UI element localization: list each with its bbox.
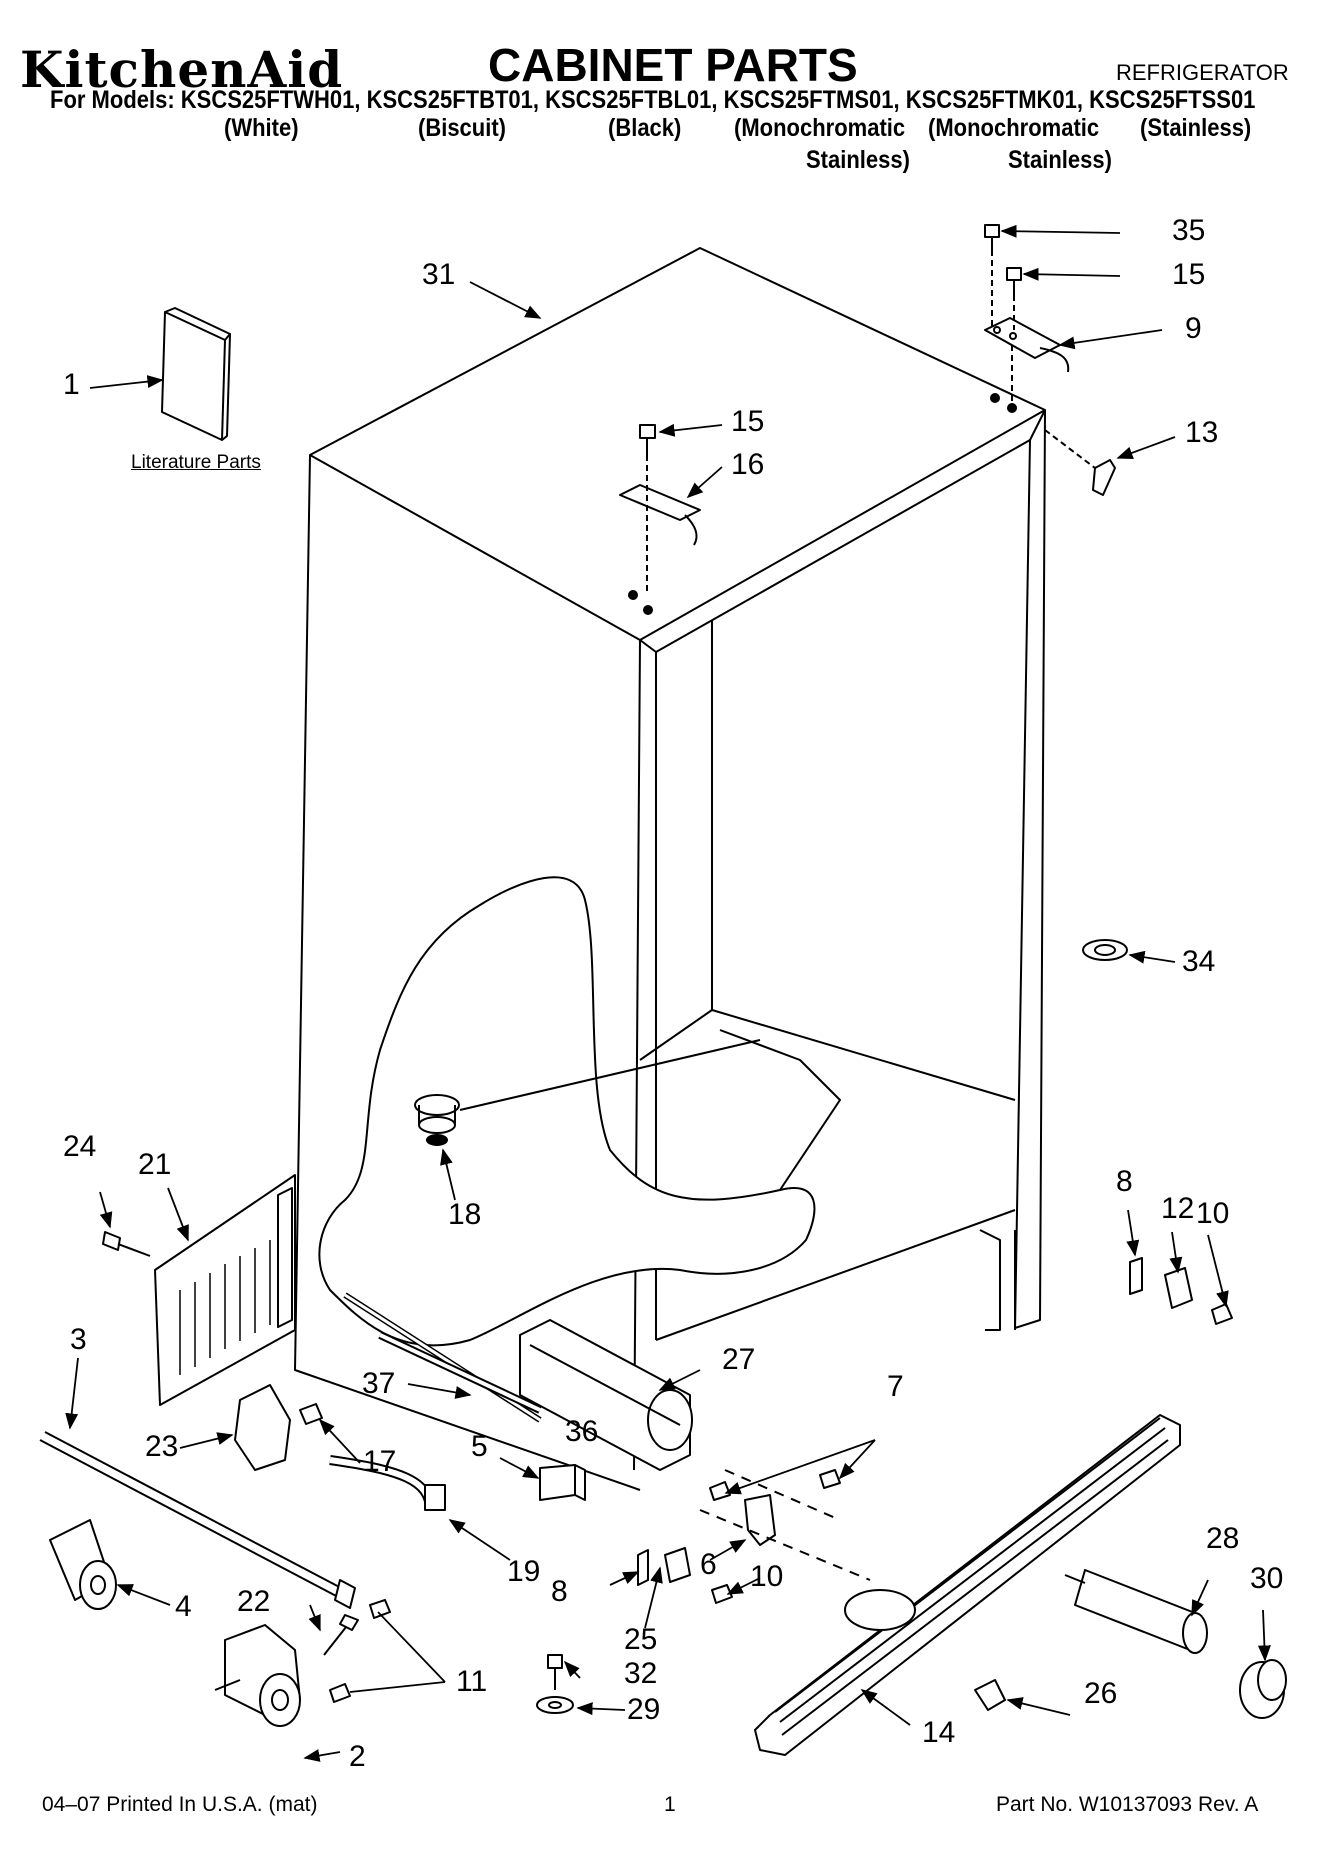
part-5-block bbox=[540, 1465, 575, 1500]
model-color-monochromatic-1: (Monochromatic bbox=[734, 114, 906, 142]
model-color-stainless-sub-2: Stainless) bbox=[1008, 146, 1112, 174]
appliance-type: REFRIGERATOR bbox=[1116, 60, 1289, 85]
page-title: CABINET PARTS bbox=[488, 39, 858, 91]
screw-10-rear bbox=[1212, 1304, 1232, 1324]
print-info: 04–07 Printed In U.S.A. (mat) bbox=[42, 1793, 318, 1816]
screw-7-b bbox=[820, 1470, 840, 1488]
part-number-label: 24 bbox=[63, 1130, 97, 1163]
part-number-label: 6 bbox=[700, 1548, 717, 1581]
part-34-plug bbox=[1083, 940, 1127, 960]
part-number-label: 9 bbox=[1185, 312, 1202, 345]
part-number-label: 8 bbox=[551, 1575, 568, 1608]
part-number-label: 23 bbox=[145, 1430, 179, 1463]
part-18-plug bbox=[415, 1095, 459, 1145]
rod-3 bbox=[45, 1432, 345, 1590]
cabinet-shell bbox=[295, 248, 1045, 1490]
part-number-label: 32 bbox=[624, 1657, 658, 1690]
part-number-label: 30 bbox=[1250, 1562, 1284, 1595]
part-number-label: 35 bbox=[1172, 214, 1206, 247]
part-number-label: 13 bbox=[1185, 416, 1219, 449]
model-color-black: (Black) bbox=[608, 114, 682, 142]
part-number-label: 25 bbox=[624, 1623, 658, 1656]
screw-11-b bbox=[330, 1684, 350, 1702]
model-color-monochromatic-2: (Monochromatic bbox=[928, 114, 1100, 142]
brand-logo: KitchenAid bbox=[20, 40, 344, 99]
document-part-number: Part No. W10137093 Rev. A bbox=[996, 1793, 1259, 1816]
part-number-label: 18 bbox=[448, 1198, 482, 1231]
screw-7-a bbox=[710, 1482, 730, 1500]
part-number-label: 28 bbox=[1206, 1522, 1240, 1555]
base-grille bbox=[755, 1415, 1180, 1755]
model-color-stainless: (Stainless) bbox=[1140, 114, 1252, 142]
part-number-label: 14 bbox=[922, 1716, 956, 1749]
part-number-label: 21 bbox=[138, 1148, 172, 1181]
washer-29 bbox=[537, 1697, 573, 1713]
screw-11-a bbox=[370, 1600, 390, 1618]
part-6-clip bbox=[745, 1495, 775, 1545]
part-number-label: 5 bbox=[471, 1430, 488, 1463]
part-8-bracket-rear bbox=[1130, 1258, 1142, 1294]
part-number-label: 27 bbox=[722, 1343, 756, 1376]
part-number-label: 36 bbox=[565, 1415, 599, 1448]
part-number-label: 15 bbox=[731, 405, 765, 438]
top-hinge-right bbox=[985, 225, 1068, 412]
part-26-clip bbox=[975, 1680, 1005, 1710]
part-number-label: 34 bbox=[1182, 945, 1216, 978]
screw-24 bbox=[103, 1232, 120, 1250]
top-hinge-center bbox=[620, 425, 700, 614]
part-8-bracket-front bbox=[638, 1550, 648, 1585]
part-number-label: 22 bbox=[237, 1585, 271, 1618]
part-25-bracket bbox=[665, 1548, 690, 1582]
part-number-label: 10 bbox=[1196, 1197, 1230, 1230]
water-filter-28 bbox=[1065, 1570, 1207, 1653]
part-13-clip bbox=[1093, 460, 1115, 495]
cabinet-cutaway bbox=[319, 877, 814, 1345]
page-number: 1 bbox=[664, 1793, 676, 1816]
part-number-label: 37 bbox=[362, 1367, 396, 1400]
models-line: For Models: KSCS25FTWH01, KSCS25FTBT01, … bbox=[50, 86, 1256, 114]
part-number-label: 15 bbox=[1172, 258, 1206, 291]
part-27-bracket bbox=[520, 1320, 692, 1470]
part-number-label: 7 bbox=[887, 1370, 904, 1403]
part-number-label: 12 bbox=[1161, 1192, 1195, 1225]
part-number-label: 1 bbox=[63, 368, 80, 401]
bracket-23 bbox=[235, 1385, 322, 1470]
part-number-label: 19 bbox=[507, 1555, 541, 1588]
filter-cap-30 bbox=[1240, 1660, 1286, 1718]
model-color-stainless-sub-1: Stainless) bbox=[806, 146, 910, 174]
front-roller-4 bbox=[50, 1520, 116, 1609]
literature-book bbox=[162, 312, 225, 440]
part-number-label: 3 bbox=[70, 1323, 87, 1356]
part-number-label: 4 bbox=[175, 1590, 192, 1623]
rear-roller-2 bbox=[215, 1625, 300, 1726]
screw-32 bbox=[548, 1655, 562, 1668]
model-color-biscuit: (Biscuit) bbox=[418, 114, 506, 142]
part-number-label: 11 bbox=[456, 1665, 488, 1698]
part-number-label: 10 bbox=[750, 1560, 784, 1593]
part-number-label: 31 bbox=[422, 258, 456, 291]
model-color-white: (White) bbox=[224, 114, 299, 142]
part-number-label: 8 bbox=[1116, 1165, 1133, 1198]
part-12-bracket bbox=[1165, 1268, 1192, 1308]
part-number-label: 2 bbox=[349, 1740, 366, 1773]
part-number-label: 17 bbox=[363, 1445, 397, 1478]
part-number-label: 16 bbox=[731, 448, 765, 481]
literature-parts-label: Literature Parts bbox=[131, 452, 261, 473]
part-number-label: 26 bbox=[1084, 1677, 1118, 1710]
part-number-label: 29 bbox=[627, 1693, 661, 1726]
